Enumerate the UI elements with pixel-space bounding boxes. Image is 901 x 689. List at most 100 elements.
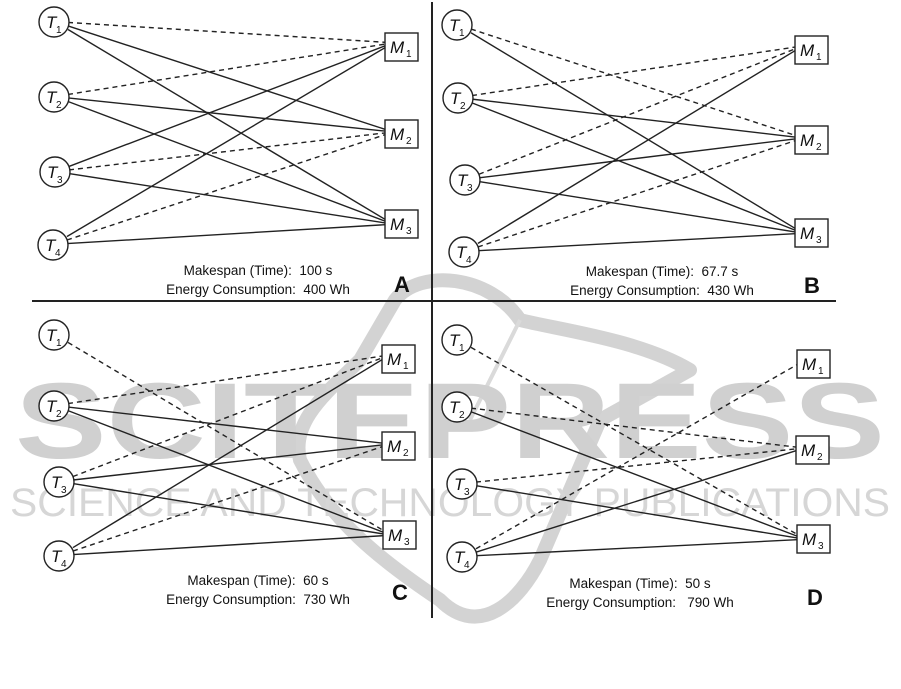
task-node-subscript: 1 — [459, 28, 465, 39]
machine-node-box — [794, 125, 829, 155]
dashed-edge — [67, 355, 383, 405]
task-node-circle — [441, 324, 473, 356]
dashed-edge — [66, 134, 386, 241]
task-node-subscript: 3 — [464, 487, 470, 498]
task-node-label: T — [454, 548, 466, 567]
task-node-circle — [446, 468, 478, 500]
machine-node-label: M — [800, 131, 815, 150]
machine-node-box — [382, 520, 417, 550]
task-node-subscript: 4 — [466, 255, 472, 266]
task-node-subscript: 4 — [55, 248, 61, 259]
task-node-circle — [449, 164, 481, 196]
task-node-circle — [43, 540, 75, 572]
solid-edge — [67, 406, 383, 444]
task-node-circle — [442, 82, 474, 114]
dashed-edge — [72, 357, 383, 478]
machine-node-label: M — [387, 437, 402, 456]
panel-letter: C — [392, 580, 408, 605]
machine-node-label: M — [388, 526, 403, 545]
task-node-circle — [448, 236, 480, 268]
solid-edge — [67, 28, 386, 220]
task-node-subscript: 1 — [56, 25, 62, 36]
solid-edge — [72, 535, 384, 556]
makespan-caption: Makespan (Time): 100 s — [184, 263, 333, 278]
solid-edge — [471, 102, 796, 231]
solid-edge — [68, 172, 386, 224]
dashed-edge — [470, 407, 797, 448]
task-node-label: T — [457, 171, 469, 190]
edges — [66, 21, 386, 245]
makespan-caption: Makespan (Time): 50 s — [569, 576, 711, 591]
edges — [67, 341, 384, 556]
machine-node-subscript: 2 — [817, 452, 823, 463]
energy-caption: Energy Consumption: 400 Wh — [166, 282, 350, 297]
edges — [470, 346, 798, 557]
dashed-edge — [470, 28, 796, 136]
machine-node-label: M — [800, 224, 815, 243]
task-node-label: T — [51, 473, 63, 492]
machine-node-subscript: 1 — [406, 49, 412, 60]
task-node-circle — [38, 81, 70, 113]
watermark-logo-shape — [291, 273, 697, 624]
task-node-label: T — [46, 397, 58, 416]
solid-edge — [67, 25, 386, 130]
dashed-edge — [68, 132, 386, 171]
machine-node-subscript: 3 — [818, 541, 824, 552]
task-node-label: T — [47, 163, 59, 182]
energy-caption: Energy Consumption: 790 Wh — [546, 595, 734, 610]
solid-edge — [478, 180, 796, 233]
task-node-circle — [446, 541, 478, 573]
task-node-subscript: 2 — [460, 101, 466, 112]
dashed-edge — [477, 140, 796, 248]
panel-letter: A — [394, 272, 410, 297]
dashed-edge — [475, 364, 798, 550]
solid-edge — [67, 97, 386, 132]
task-node-subscript: 2 — [56, 100, 62, 111]
machine-node-subscript: 1 — [818, 366, 824, 377]
task-node-circle — [37, 229, 69, 261]
machine-node-label: M — [390, 125, 405, 144]
task-node-circle — [441, 9, 473, 41]
task-node-subscript: 3 — [57, 175, 63, 186]
machine-node-subscript: 2 — [406, 136, 412, 147]
task-node-label: T — [45, 236, 57, 255]
solid-edge — [66, 47, 386, 238]
machine-node-box — [796, 349, 831, 379]
task-node-label: T — [51, 547, 63, 566]
machine-node-subscript: 3 — [406, 226, 412, 237]
solid-edge — [475, 484, 798, 539]
solid-edge — [478, 138, 796, 179]
task-node-circle — [38, 6, 70, 38]
dashed-edge — [72, 446, 383, 552]
solid-edge — [477, 233, 796, 252]
task-node-label: T — [449, 398, 461, 417]
machine-node-box — [384, 209, 419, 239]
machine-node-label: M — [390, 38, 405, 57]
solid-edge — [72, 444, 383, 481]
task-node-label: T — [46, 88, 58, 107]
solid-edge — [66, 224, 386, 245]
